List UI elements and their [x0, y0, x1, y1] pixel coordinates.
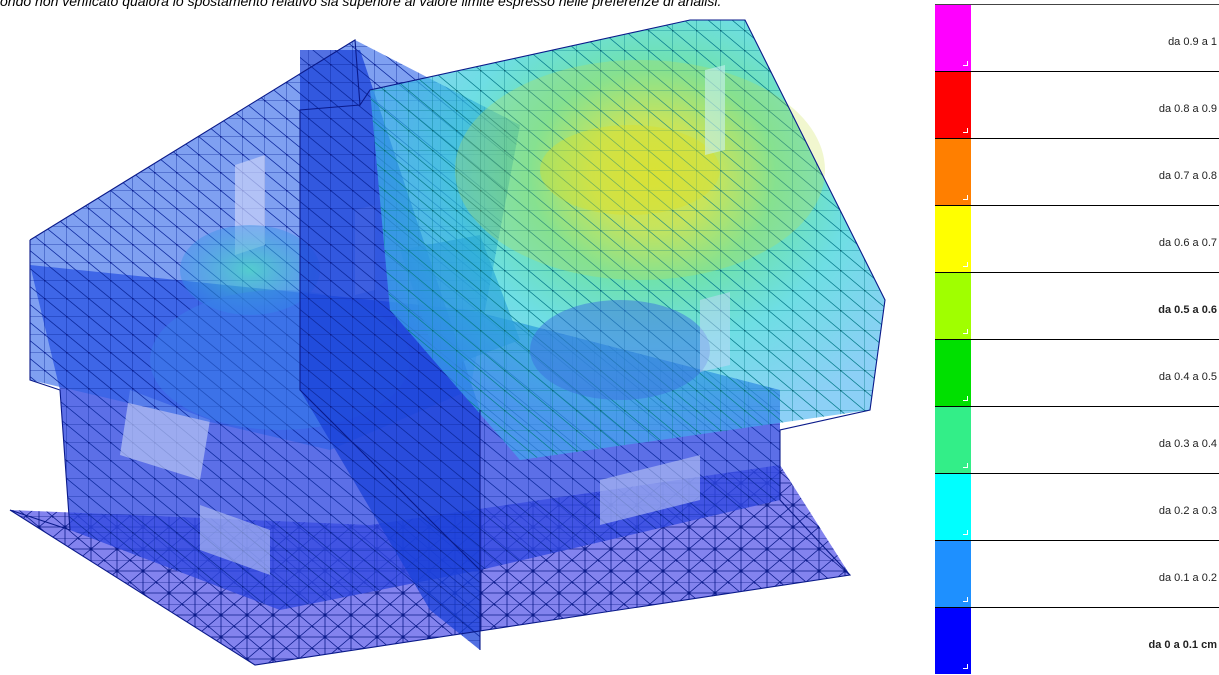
legend-label: da 0.4 a 0.5	[1158, 371, 1217, 383]
legend-label: da 0.5 a 0.6	[1158, 304, 1217, 316]
swatch-corner-mark	[963, 128, 968, 133]
legend-label: da 0.9 a 1	[1168, 36, 1217, 48]
swatch-corner-mark	[963, 463, 968, 468]
swatch-corner-mark	[963, 61, 968, 66]
legend-swatch	[935, 541, 971, 607]
swatch-corner-mark	[963, 664, 968, 669]
legend-row: da 0.2 a 0.3	[935, 473, 1219, 540]
legend-row: da 0.5 a 0.6	[935, 272, 1219, 339]
legend-swatch	[935, 139, 971, 205]
model-viewport[interactable]	[0, 10, 930, 675]
legend-row: da 0.8 a 0.9	[935, 71, 1219, 138]
legend-row: da 0.3 a 0.4	[935, 406, 1219, 473]
right-roof	[370, 20, 885, 460]
color-legend: da 0.9 a 1 da 0.8 a 0.9 da 0.7 a 0.8 da 0.6…	[935, 4, 1219, 675]
legend-label: da 0.7 a 0.8	[1158, 170, 1217, 182]
legend-swatch	[935, 206, 971, 272]
legend-row: da 0.9 a 1	[935, 4, 1219, 71]
legend-label: da 0.3 a 0.4	[1158, 438, 1217, 450]
legend-row: da 0.6 a 0.7	[935, 205, 1219, 272]
legend-label: da 0 a 0.1 cm	[1148, 639, 1218, 651]
swatch-corner-mark	[963, 195, 968, 200]
swatch-corner-mark	[963, 597, 968, 602]
swatch-corner-mark	[963, 396, 968, 401]
legend-row: da 0.1 a 0.2	[935, 540, 1219, 607]
legend-row: da 0 a 0.1 cm	[935, 607, 1219, 674]
legend-swatch	[935, 72, 971, 138]
legend-label: da 0.2 a 0.3	[1158, 505, 1217, 517]
swatch-corner-mark	[963, 530, 968, 535]
legend-label: da 0.8 a 0.9	[1158, 103, 1217, 115]
mesh-outline	[9, 19, 886, 666]
legend-swatch	[935, 340, 971, 406]
legend-label: da 0.6 a 0.7	[1158, 237, 1217, 249]
legend-swatch	[935, 608, 971, 674]
legend-swatch	[935, 474, 971, 540]
caption-text: ondo non verificato qualora lo spostamen…	[0, 0, 722, 9]
legend-swatch	[935, 5, 971, 71]
legend-label: da 0.1 a 0.2	[1158, 572, 1217, 584]
swatch-corner-mark	[963, 262, 968, 267]
legend-swatch	[935, 273, 971, 339]
fem-mesh-3d-view[interactable]	[0, 10, 930, 675]
legend-swatch	[935, 407, 971, 473]
legend-row: da 0.4 a 0.5	[935, 339, 1219, 406]
swatch-corner-mark	[963, 329, 968, 334]
legend-row: da 0.7 a 0.8	[935, 138, 1219, 205]
